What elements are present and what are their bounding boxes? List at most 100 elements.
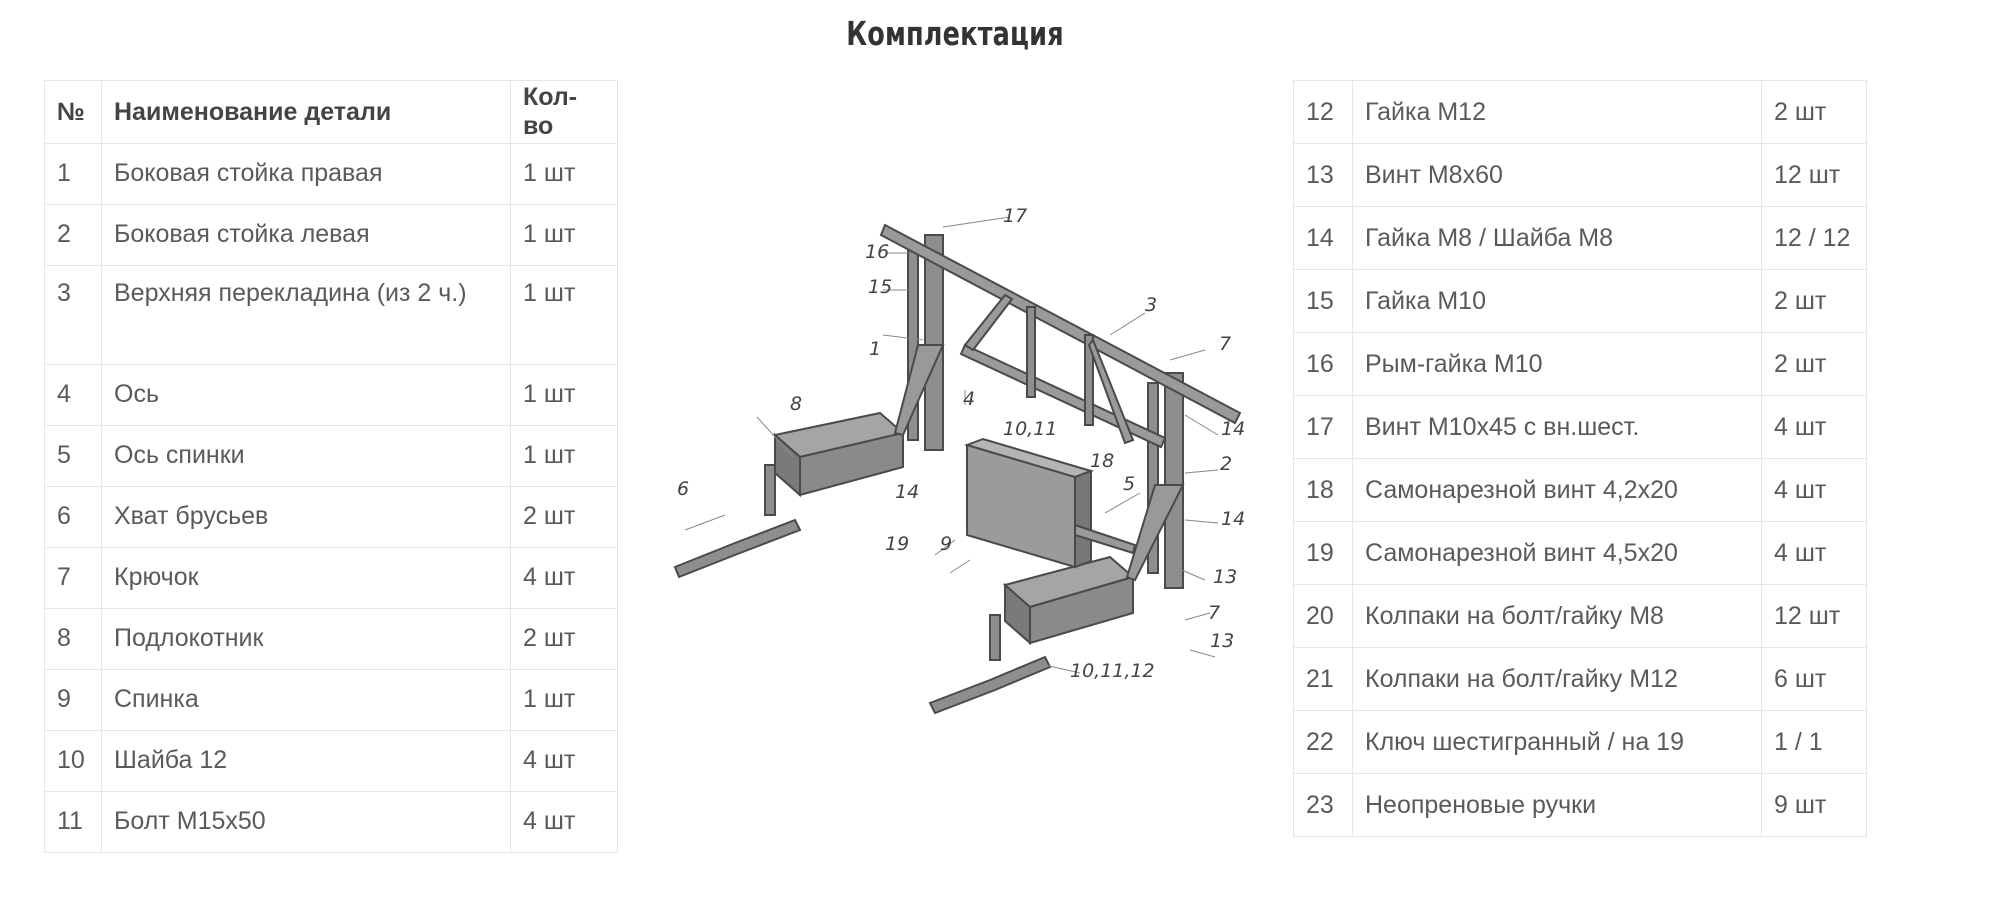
header-number: № — [44, 80, 102, 144]
part-name: Рым-гайка М10 — [1352, 332, 1762, 396]
diagram-label: 13 — [1213, 566, 1237, 588]
row-number: 8 — [44, 608, 102, 670]
diagram-label: 10,11,12 — [1070, 660, 1155, 682]
part-name: Крючок — [101, 547, 511, 609]
assembly-diagram: 17 16 15 1 3 7 8 4 10,11 14 18 2 5 6 14 … — [673, 205, 1245, 715]
row-number: 1 — [44, 143, 102, 205]
part-quantity: 2 шт — [510, 486, 618, 548]
part-name: Подлокотник — [101, 608, 511, 670]
diagram-label: 10,11 — [1003, 418, 1057, 440]
part-name: Колпаки на болт/гайку М12 — [1352, 647, 1762, 711]
diagram-label: 15 — [868, 276, 892, 298]
row-number: 7 — [44, 547, 102, 609]
diagram-label: 3 — [1145, 294, 1157, 316]
part-name: Шайба 12 — [101, 730, 511, 792]
part-quantity: 1 шт — [510, 364, 618, 426]
diagram-label: 17 — [1003, 205, 1027, 227]
part-quantity: 1 шт — [510, 425, 618, 487]
part-quantity: 1 / 1 — [1761, 710, 1867, 774]
header-quantity: Кол-во — [510, 80, 618, 144]
table-header-row: № Наименование детали Кол-во — [44, 80, 618, 144]
part-quantity: 1 шт — [510, 265, 618, 365]
row-number: 10 — [44, 730, 102, 792]
part-name: Винт М10х45 с вн.шест. — [1352, 395, 1762, 459]
row-number: 13 — [1293, 143, 1353, 207]
part-name: Ось — [101, 364, 511, 426]
left-armrest — [772, 411, 906, 498]
part-quantity: 4 шт — [1761, 521, 1867, 585]
leader-lines — [684, 216, 1219, 674]
diagram-label: 7 — [1219, 333, 1231, 355]
part-quantity: 4 шт — [510, 730, 618, 792]
diagram-label: 8 — [790, 393, 802, 415]
right-armrest — [1002, 555, 1136, 646]
part-quantity: 2 шт — [1761, 80, 1867, 144]
left-post — [764, 464, 776, 516]
page-title: Комплектация — [846, 14, 1064, 53]
part-name: Колпаки на болт/гайку М8 — [1352, 584, 1762, 648]
part-name: Ось спинки — [101, 425, 511, 487]
right-handle — [928, 655, 1052, 715]
row-number: 5 — [44, 425, 102, 487]
row-number: 14 — [1293, 206, 1353, 270]
diagram-label: 18 — [1090, 450, 1114, 472]
row-number: 6 — [44, 486, 102, 548]
diagram-label: 1 — [869, 338, 881, 360]
part-name: Спинка — [101, 669, 511, 731]
part-name: Винт М8х60 — [1352, 143, 1762, 207]
row-number: 15 — [1293, 269, 1353, 333]
part-quantity: 9 шт — [1761, 773, 1867, 837]
left-upright — [893, 234, 945, 451]
part-quantity: 12 / 12 — [1761, 206, 1867, 270]
left-handle — [673, 518, 802, 579]
part-name: Хват брусьев — [101, 486, 511, 548]
row-number: 17 — [1293, 395, 1353, 459]
part-quantity: 6 шт — [1761, 647, 1867, 711]
row-number: 4 — [44, 364, 102, 426]
part-name: Гайка М10 — [1352, 269, 1762, 333]
right-post — [989, 614, 1001, 661]
header-part-name: Наименование детали — [101, 80, 511, 144]
row-number: 2 — [44, 204, 102, 266]
part-name: Болт М15х50 — [101, 791, 511, 853]
diagram-label: 9 — [940, 533, 952, 555]
row-number: 3 — [44, 265, 102, 365]
diagram-label: 19 — [885, 533, 909, 555]
diagram-label: 5 — [1123, 473, 1135, 495]
row-number: 19 — [1293, 521, 1353, 585]
diagram-label: 4 — [963, 388, 975, 410]
part-quantity: 1 шт — [510, 143, 618, 205]
row-number: 18 — [1293, 458, 1353, 522]
part-name: Боковая стойка левая — [101, 204, 511, 266]
part-name: Боковая стойка правая — [101, 143, 511, 205]
row-number: 16 — [1293, 332, 1353, 396]
back-pad — [963, 437, 1095, 569]
row-number: 20 — [1293, 584, 1353, 648]
diagram-label: 14 — [895, 481, 919, 503]
row-number: 12 — [1293, 80, 1353, 144]
row-number: 9 — [44, 669, 102, 731]
row-number: 21 — [1293, 647, 1353, 711]
middle-axis — [959, 343, 1167, 449]
diagram-label: 13 — [1210, 630, 1234, 652]
part-name: Неопреновые ручки — [1352, 773, 1762, 837]
part-quantity: 2 шт — [1761, 269, 1867, 333]
part-name: Гайка М12 — [1352, 80, 1762, 144]
top-crossbar — [879, 223, 1242, 425]
part-quantity: 12 шт — [1761, 143, 1867, 207]
diagram-label: 14 — [1221, 508, 1245, 530]
row-number: 22 — [1293, 710, 1353, 774]
part-quantity: 4 шт — [1761, 458, 1867, 522]
part-quantity: 4 шт — [510, 791, 618, 853]
part-name: Самонарезной винт 4,5х20 — [1352, 521, 1762, 585]
diagram-label: 14 — [1221, 418, 1245, 440]
part-name: Самонарезной винт 4,2х20 — [1352, 458, 1762, 522]
part-name: Ключ шестигранный / на 19 — [1352, 710, 1762, 774]
part-name: Гайка М8 / Шайба М8 — [1352, 206, 1762, 270]
row-number: 23 — [1293, 773, 1353, 837]
part-quantity: 2 шт — [1761, 332, 1867, 396]
part-quantity: 2 шт — [510, 608, 618, 670]
part-quantity: 4 шт — [1761, 395, 1867, 459]
